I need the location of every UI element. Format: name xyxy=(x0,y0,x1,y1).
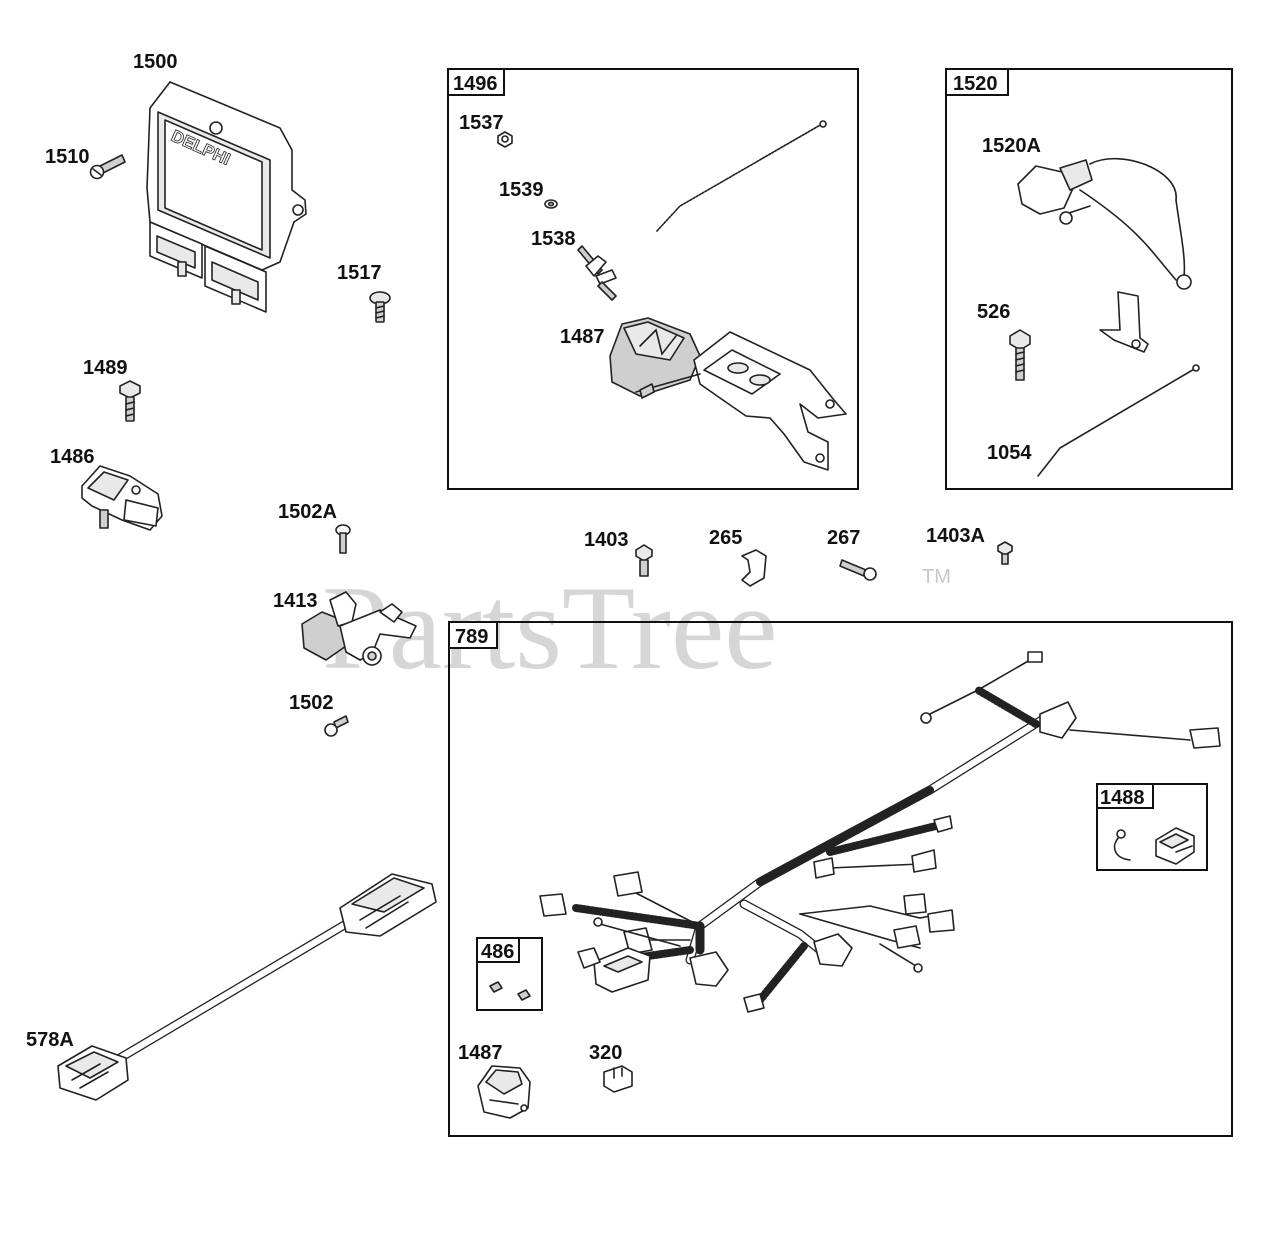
part-1489-bolt[interactable] xyxy=(119,380,141,422)
kit-label-789: 789 xyxy=(455,626,488,648)
kit-box-1520: 1520 1520A 526 1054 xyxy=(945,68,1233,490)
callout-267: 267 xyxy=(827,527,860,549)
callout-1539: 1539 xyxy=(499,179,544,201)
part-486-terminal-b[interactable] xyxy=(517,989,531,1001)
kit-box-1496: 1496 1537 1539 1538 xyxy=(447,68,859,490)
callout-1537: 1537 xyxy=(459,112,504,134)
kit-label-1488: 1488 xyxy=(1100,787,1145,809)
kit-label-486: 486 xyxy=(481,941,514,963)
part-1502A-screw[interactable] xyxy=(335,524,351,554)
part-1517-bolt[interactable] xyxy=(369,291,391,323)
kit-box-486: 486 xyxy=(476,937,543,1011)
part-1488-connector[interactable] xyxy=(1155,827,1195,865)
callout-1502: 1502 xyxy=(289,692,334,714)
callout-1538: 1538 xyxy=(531,228,576,250)
callout-1517: 1517 xyxy=(337,262,382,284)
watermark-trademark: TM xyxy=(922,566,951,588)
part-1500-ecm[interactable]: DELPHI xyxy=(146,81,307,313)
part-1487-connector-housing[interactable] xyxy=(477,1065,531,1119)
callout-1413: 1413 xyxy=(273,590,318,612)
part-1510-screw[interactable] xyxy=(89,154,126,180)
callout-1487-bottom: 1487 xyxy=(458,1042,503,1064)
kit-box-789: 789 xyxy=(448,621,1233,1137)
part-1486-sensor[interactable] xyxy=(81,465,163,531)
part-267-bolt[interactable] xyxy=(839,559,877,581)
part-1539-washer[interactable] xyxy=(544,199,558,209)
part-1538-grommet-stud[interactable] xyxy=(577,245,617,301)
part-526-bolt[interactable] xyxy=(1009,329,1031,381)
part-265-clip[interactable] xyxy=(741,549,767,587)
callout-1520A: 1520A xyxy=(982,135,1041,157)
callout-1487-top: 1487 xyxy=(560,326,605,348)
callout-1403A: 1403A xyxy=(926,525,985,547)
part-1520A-sensor-wire[interactable] xyxy=(1017,157,1192,290)
part-cable-tie-lower[interactable] xyxy=(1037,364,1200,477)
part-1413-sensor[interactable] xyxy=(301,591,417,666)
callout-1500: 1500 xyxy=(133,51,178,73)
part-l-bracket[interactable] xyxy=(1099,291,1149,353)
kit-label-1520: 1520 xyxy=(953,73,998,95)
part-1403-bolt[interactable] xyxy=(635,544,653,577)
part-1502-screw[interactable] xyxy=(324,715,349,737)
part-1403A-bolt[interactable] xyxy=(997,541,1013,565)
callout-526: 526 xyxy=(977,301,1010,323)
callout-1486: 1486 xyxy=(50,446,95,468)
part-578A-adapter-harness[interactable] xyxy=(57,873,437,1101)
part-cable-tie-upper[interactable] xyxy=(655,120,827,233)
part-1488-ring-terminal[interactable] xyxy=(1113,829,1131,861)
callout-578A: 578A xyxy=(26,1029,74,1051)
callout-1502A: 1502A xyxy=(278,501,337,523)
part-486-terminal-a[interactable] xyxy=(489,981,503,993)
kit-label-1496: 1496 xyxy=(453,73,498,95)
callout-265: 265 xyxy=(709,527,742,549)
callout-1054: 1054 xyxy=(987,442,1032,464)
callout-1510: 1510 xyxy=(45,146,90,168)
part-320-connector[interactable] xyxy=(603,1065,633,1093)
callout-320: 320 xyxy=(589,1042,622,1064)
callout-1489: 1489 xyxy=(83,357,128,379)
part-789-wire-harness[interactable] xyxy=(539,651,1221,1013)
kit-box-1488: 1488 xyxy=(1096,783,1208,871)
part-1537-nut[interactable] xyxy=(497,131,513,148)
callout-1403: 1403 xyxy=(584,529,629,551)
part-1487-mount-bracket[interactable] xyxy=(609,317,847,471)
